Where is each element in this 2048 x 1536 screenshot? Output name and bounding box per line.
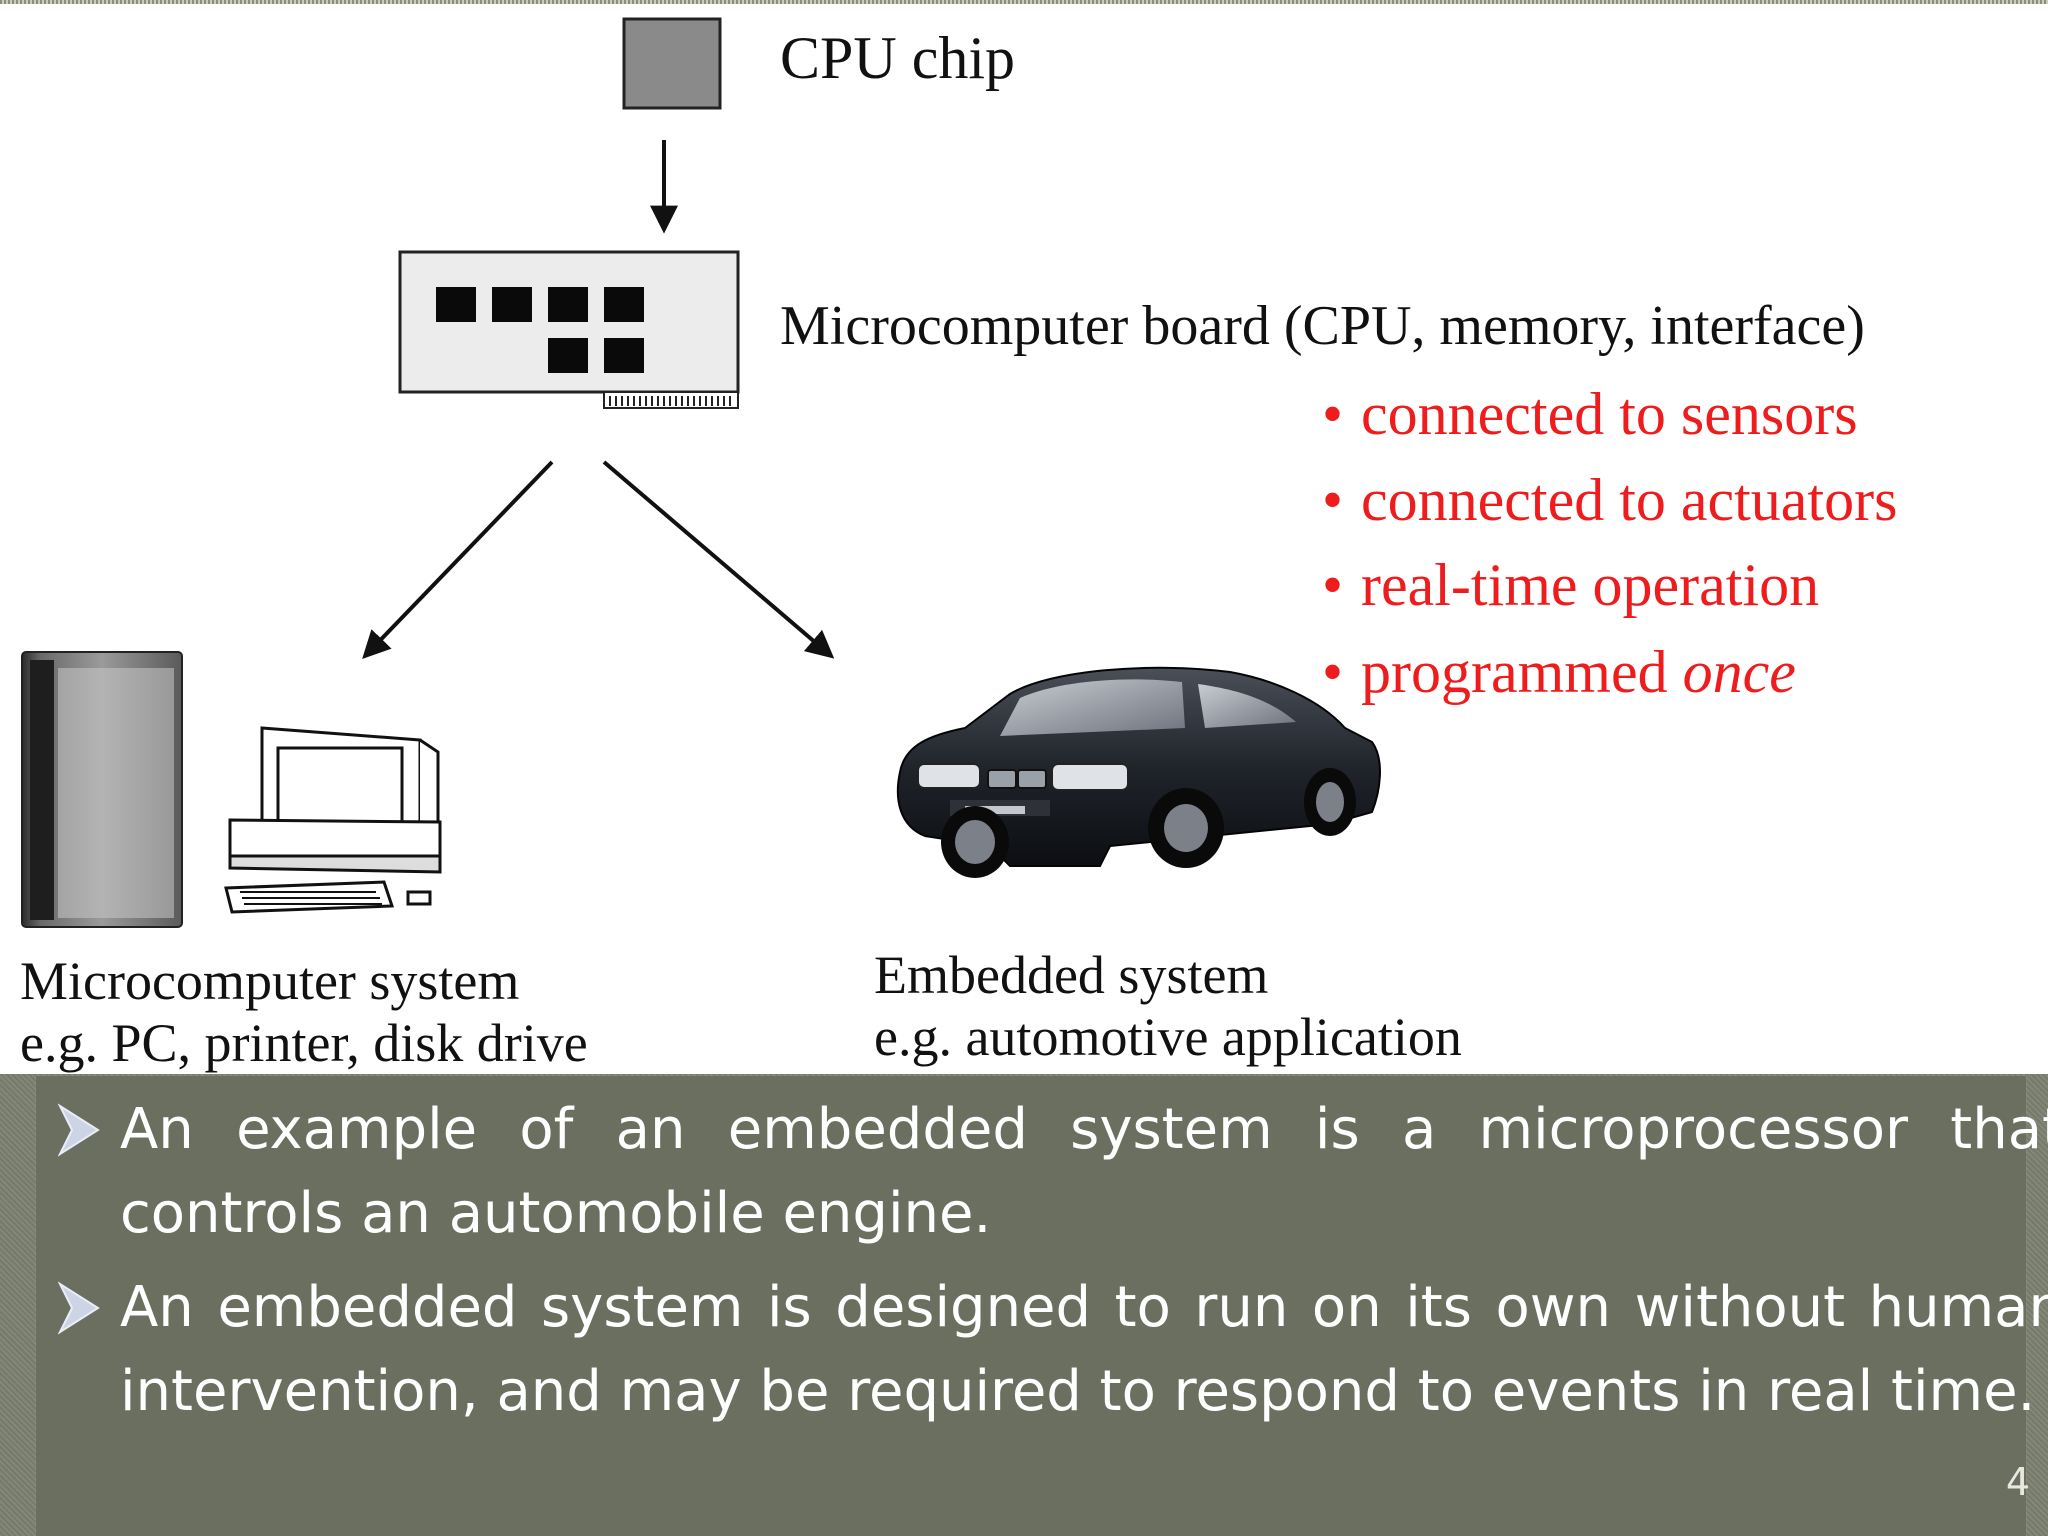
microcomputer-system-example: e.g. PC, printer, disk drive <box>20 1012 588 1074</box>
property-item: •programmed once <box>1322 638 1796 707</box>
arrow-bullet-icon <box>58 1266 118 1350</box>
embedded-system-title: Embedded system <box>874 944 1268 1006</box>
diagram-graphics <box>0 0 2048 1080</box>
arrow-left-branch <box>366 462 552 655</box>
cpu-chip-label: CPU chip <box>780 24 1015 93</box>
property-item: •real-time operation <box>1322 551 1819 620</box>
property-item: •connected to actuators <box>1322 466 1897 535</box>
microcomputer-board-label: Microcomputer board (CPU, memory, interf… <box>780 294 1865 358</box>
pc-tower-icon <box>22 652 182 927</box>
microcomputer-system-title: Microcomputer system <box>20 950 519 1012</box>
car-image <box>898 668 1380 878</box>
notes-panel: An example of an embedded system is a mi… <box>36 1076 2026 1536</box>
property-item: •connected to sensors <box>1322 380 1858 449</box>
page-number: 4 <box>1980 1460 2030 1504</box>
arrow-bullet-icon <box>58 1088 118 1172</box>
arrow-right-branch <box>604 462 830 655</box>
note-text: An example of an embedded system is a mi… <box>120 1088 2048 1256</box>
desktop-computer-icon <box>226 728 440 912</box>
note-text: An embedded system is designed to run on… <box>120 1266 2048 1434</box>
embedded-system-example: e.g. automotive application <box>874 1006 1462 1068</box>
microcomputer-board-icon <box>400 252 738 408</box>
cpu-chip-icon <box>624 19 720 108</box>
